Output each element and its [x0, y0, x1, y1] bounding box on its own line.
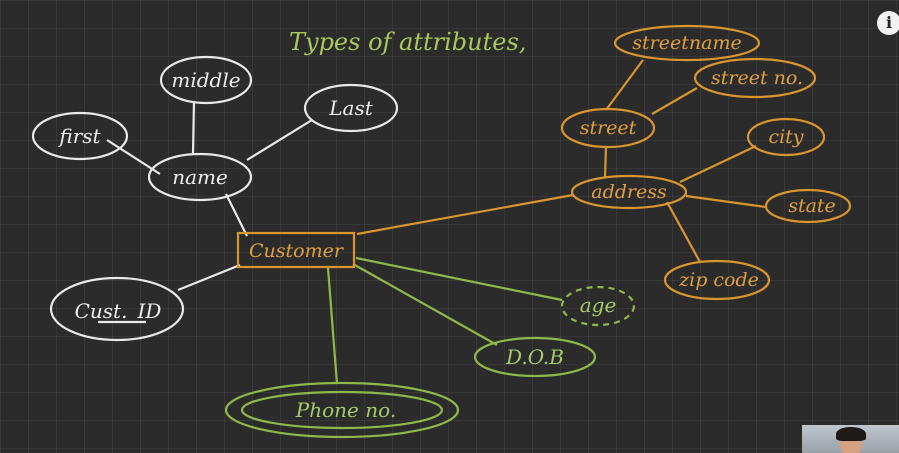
attribute-age-label: age — [580, 293, 617, 317]
attribute-street-no-label: street no. — [711, 67, 803, 89]
attribute-name-label: name — [172, 165, 228, 189]
link-customer-dob — [352, 263, 498, 346]
attribute-streetname-label: streetname — [632, 32, 741, 54]
attribute-zip-code — [663, 259, 771, 301]
attribute-first-label: first — [57, 124, 101, 148]
attribute-address — [570, 174, 688, 210]
link-state-address — [685, 194, 767, 209]
link-city-address — [679, 145, 757, 183]
link-street-address — [603, 145, 608, 179]
attribute-street — [560, 107, 656, 149]
attribute-state — [764, 188, 852, 224]
link-custid-customer — [177, 263, 241, 292]
attribute-state-label: state — [788, 195, 836, 217]
attribute-dob-label: D.O.B — [505, 345, 564, 369]
attribute-cust-id-label: Cust._ID — [75, 299, 162, 323]
diagram-title: Types of attributes, — [289, 28, 526, 56]
link-name-customer — [225, 193, 248, 237]
webcam-overlay — [802, 425, 899, 453]
attribute-city — [746, 117, 826, 157]
attribute-last-label: Last — [328, 96, 373, 120]
attribute-city-label: city — [768, 126, 803, 148]
attribute-street-label: street — [580, 117, 637, 139]
link-customer-address — [356, 193, 574, 236]
link-streetname-street — [605, 59, 644, 111]
attribute-streetname — [613, 24, 761, 62]
attribute-phone-no-outer — [224, 381, 460, 439]
attribute-middle — [159, 55, 253, 105]
link-last-name — [246, 119, 313, 161]
link-zip-address — [666, 201, 701, 263]
attribute-phone-no-inner — [240, 390, 444, 430]
link-customer-phone — [326, 267, 339, 385]
entity-customer-label: Customer — [249, 240, 345, 262]
link-middle-name — [191, 100, 196, 155]
attribute-zip-code-label: zip code — [678, 269, 759, 291]
presenter-hair — [836, 427, 866, 441]
attribute-address-label: address — [591, 181, 667, 203]
attribute-last — [303, 83, 399, 133]
attribute-middle-label: middle — [171, 68, 240, 92]
info-icon[interactable]: i — [877, 11, 899, 35]
attribute-first — [31, 111, 129, 161]
entity-customer-box — [236, 231, 356, 269]
link-streetno-street — [651, 87, 698, 115]
link-customer-age — [355, 256, 563, 302]
attribute-cust-id — [49, 276, 185, 342]
attribute-dob — [473, 336, 597, 378]
attribute-name — [147, 152, 253, 202]
attribute-street-no — [693, 57, 817, 99]
attribute-phone-no-label: Phone no. — [295, 398, 396, 422]
attribute-age-derived — [560, 285, 636, 327]
